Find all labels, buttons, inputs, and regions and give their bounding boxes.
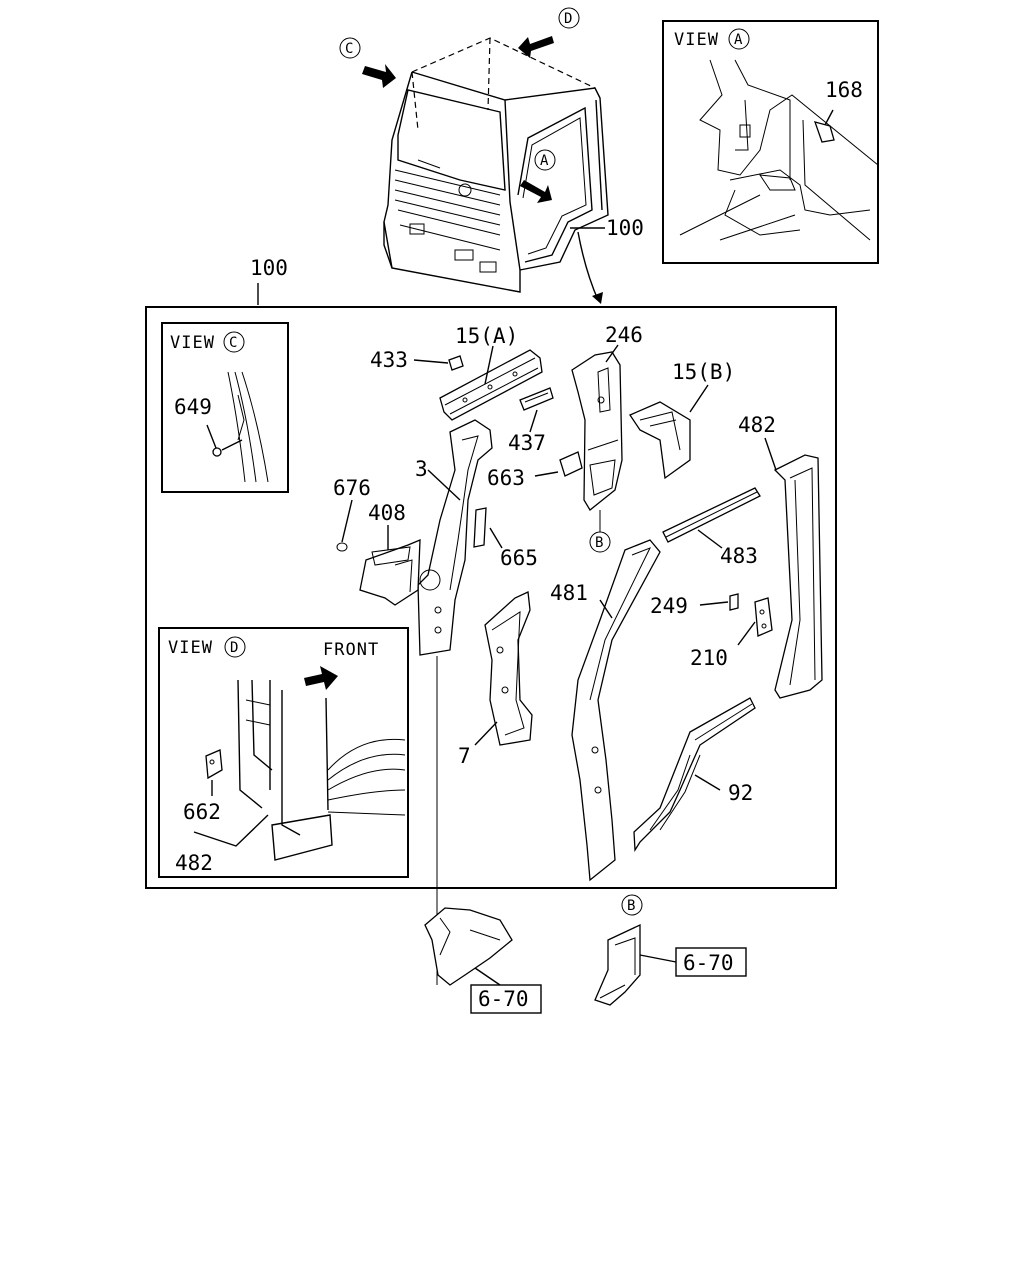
part-408-bracket: 676 408 (333, 476, 421, 606)
marker-a-label: A (540, 153, 549, 169)
label-92: 92 (728, 781, 753, 805)
label-15a: 15(A) (455, 324, 518, 348)
label-7: 7 (458, 744, 471, 768)
label-663: 663 (487, 466, 525, 490)
view-c-marker: C (229, 335, 237, 351)
label-662: 662 (183, 800, 221, 824)
ref-label-left: 6-70 (478, 987, 529, 1011)
label-676: 676 (333, 476, 371, 500)
label-482-viewd: 482 (175, 851, 213, 875)
part-15b-panel: 15(B) (629, 360, 735, 480)
label-408: 408 (368, 501, 406, 525)
label-483: 483 (720, 544, 758, 568)
view-a-marker: A (734, 32, 743, 48)
label-100-top: 100 (606, 216, 644, 240)
reference-left-6-70: 6-70 (424, 907, 542, 1014)
main-parts-frame (145, 306, 837, 889)
label-649: 649 (174, 395, 212, 419)
view-c-title: VIEW (170, 333, 215, 353)
ref-label-right: 6-70 (683, 951, 734, 975)
marker-d-label: D (564, 11, 572, 27)
part-433-nut: 433 (370, 348, 464, 372)
part-249-clip: 249 (650, 593, 739, 618)
label-210: 210 (690, 646, 728, 670)
reference-right-6-70: B 6-70 (594, 894, 747, 1006)
part-92-door-sill: 92 (633, 697, 756, 853)
part-15a-rail: 15(A) (439, 324, 543, 421)
marker-c-label: C (345, 41, 353, 57)
part-7-reinforcement: 7 (458, 591, 533, 768)
view-a-title: VIEW (674, 30, 719, 50)
label-433: 433 (370, 348, 408, 372)
part-246-pillar: 246 B (571, 323, 643, 553)
label-168: 168 (825, 78, 863, 102)
view-d-title: VIEW (168, 638, 213, 658)
part-3-front-pillar: 3 (415, 419, 493, 985)
view-d-marker: D (230, 640, 238, 656)
part-437-bracket: 437 (508, 387, 554, 455)
part-481-side-pillar: 481 (550, 539, 661, 882)
label-15b: 15(B) (672, 360, 735, 384)
label-482: 482 (738, 413, 776, 437)
label-437: 437 (508, 431, 546, 455)
label-246: 246 (605, 323, 643, 347)
part-210-hinge: 210 (690, 597, 773, 670)
view-c-panel: VIEW C 649 (161, 322, 289, 493)
view-d-panel: VIEW D FRONT 662 482 (158, 627, 409, 878)
label-3: 3 (415, 457, 428, 481)
part-482-rear-pillar: 482 (738, 413, 823, 699)
label-665: 665 (500, 546, 538, 570)
front-label: FRONT (323, 640, 379, 660)
part-663-clip: 663 (487, 451, 583, 490)
label-481: 481 (550, 581, 588, 605)
view-a-panel: VIEW A 168 (662, 20, 879, 264)
marker-b-bottom: B (627, 898, 635, 914)
part-483-rail: 483 (662, 487, 761, 568)
marker-b-frame: B (595, 535, 603, 551)
truck-cab-illustration: C D A 100 (339, 7, 644, 304)
label-249: 249 (650, 594, 688, 618)
label-100-frame: 100 (250, 256, 288, 280)
part-665-clip: 665 (473, 507, 538, 570)
